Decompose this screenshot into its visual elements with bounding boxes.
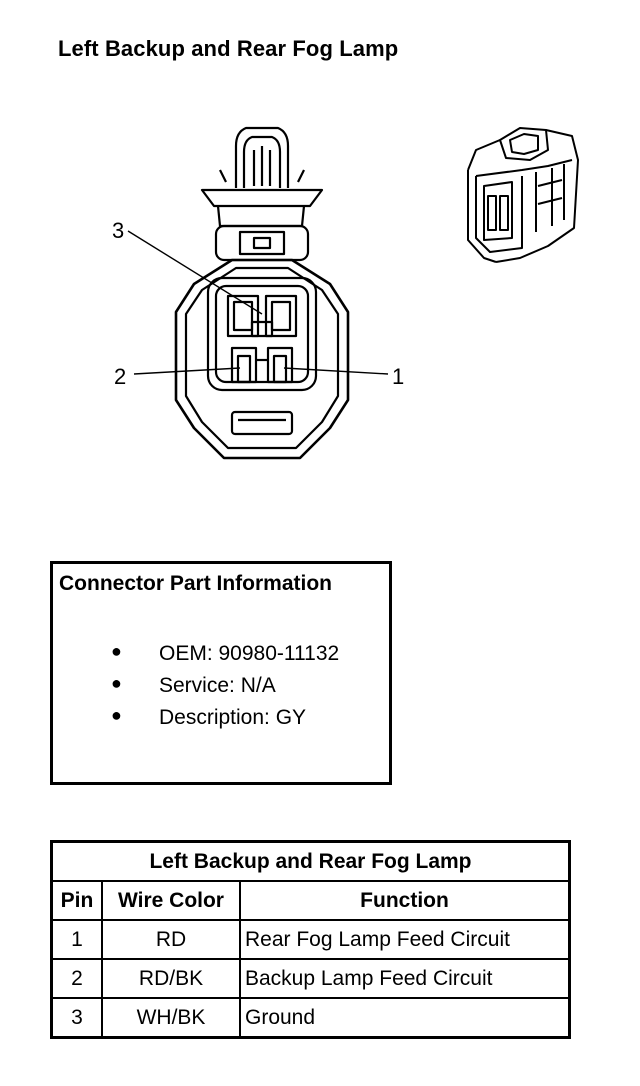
service-part-number: Service: N/A — [159, 674, 276, 697]
pinout-table-caption: Left Backup and Rear Fog Lamp — [50, 840, 571, 882]
bullet-icon: ● — [111, 705, 122, 725]
table-header-row: Pin Wire Color Function — [50, 880, 571, 921]
connector-info-heading: Connector Part Information — [59, 572, 333, 595]
pin-cell: 3 — [50, 997, 103, 1039]
page-title: Left Backup and Rear Fog Lamp — [58, 36, 399, 61]
leader-line-3 — [127, 230, 263, 315]
column-header-wire-color: Wire Color — [101, 880, 241, 921]
function-cell: Backup Lamp Feed Circuit — [239, 958, 571, 999]
leader-line-2 — [133, 367, 241, 375]
connector-tab — [230, 410, 294, 436]
connector-part-info-box: Connector Part Information ● OEM: 90980-… — [50, 561, 392, 785]
oem-part-number: OEM: 90980-11132 — [159, 642, 340, 665]
function-cell: Ground — [239, 997, 571, 1039]
table-row: 2 RD/BK Backup Lamp Feed Circuit — [50, 958, 571, 999]
connector-3d-view — [467, 127, 579, 263]
table-row: 1 RD Rear Fog Lamp Feed Circuit — [50, 919, 571, 960]
column-header-pin: Pin — [50, 880, 103, 921]
pinout-table: Left Backup and Rear Fog Lamp Pin Wire C… — [50, 840, 571, 1039]
column-header-function: Function — [239, 880, 571, 921]
callout-3: 3 — [112, 218, 124, 243]
table-row: 3 WH/BK Ground — [50, 997, 571, 1039]
connector-latch — [214, 224, 310, 262]
callout-2: 2 — [114, 364, 126, 389]
bullet-icon: ● — [111, 673, 122, 693]
leader-line-1 — [283, 367, 389, 375]
connector-description: Description: GY — [159, 706, 307, 729]
connector-diagram: 3 2 1 — [112, 126, 579, 460]
wire-color-cell: RD — [101, 919, 241, 960]
connector-body — [174, 258, 350, 460]
function-cell: Rear Fog Lamp Feed Circuit — [239, 919, 571, 960]
pin-cell: 1 — [50, 919, 103, 960]
pin-cell: 2 — [50, 958, 103, 999]
connector-clip — [200, 126, 324, 228]
wire-color-cell: RD/BK — [101, 958, 241, 999]
wire-color-cell: WH/BK — [101, 997, 241, 1039]
callout-1: 1 — [392, 364, 404, 389]
bullet-icon: ● — [111, 641, 122, 661]
terminal-cavity — [206, 276, 318, 392]
